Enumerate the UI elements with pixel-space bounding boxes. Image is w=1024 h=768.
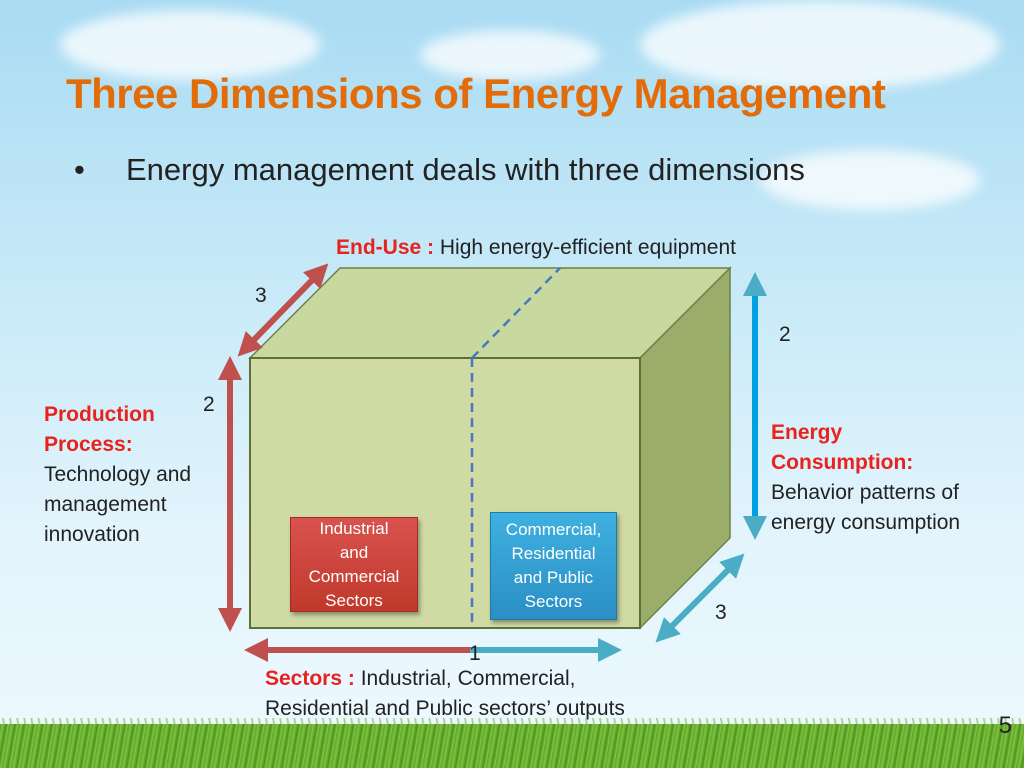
production-text: management <box>44 493 167 516</box>
production-text: innovation <box>44 523 140 546</box>
page-title: Three Dimensions of Energy Management <box>66 70 886 117</box>
production-heading: Process: <box>44 433 133 456</box>
end-use-text: High energy-efficient equipment <box>439 236 736 259</box>
cloud <box>640 0 1000 90</box>
box-line: Sectors <box>325 590 383 610</box>
right-vertical-number: 2 <box>779 323 791 346</box>
sectors-text: Industrial, Commercial, <box>360 667 576 690</box>
bullet-dot: • <box>74 152 85 187</box>
bottom-horizontal-number: 1 <box>469 642 481 665</box>
box-line: Industrial <box>319 518 389 538</box>
bottom-diagonal-number: 3 <box>715 601 727 624</box>
top-diagonal-arrow <box>237 263 329 357</box>
box-line: Sectors <box>524 592 583 611</box>
page-number: 5 <box>998 712 1012 739</box>
consumption-heading: Consumption: <box>771 451 914 474</box>
consumption-text: energy consumption <box>771 511 961 534</box>
grass-footer <box>0 724 1024 768</box>
sectors-heading: Sectors : <box>265 667 355 690</box>
cloud <box>420 30 600 80</box>
sectors-label: Sectors : Industrial, Commercial, Reside… <box>265 664 625 724</box>
left-vertical-number: 2 <box>203 393 215 416</box>
box-line: Residential <box>511 544 596 563</box>
bullet-item: • Energy management deals with three dime… <box>74 152 805 188</box>
cube-divider-top <box>471 267 561 359</box>
cloud <box>760 150 980 210</box>
box-line: and <box>339 542 369 562</box>
consumption-text: Behavior patterns of <box>771 481 959 504</box>
end-use-label: End-Use : High energy-efficient equipmen… <box>336 233 736 263</box>
consumption-heading: Energy <box>771 421 843 444</box>
cloud <box>60 10 320 80</box>
end-use-heading: End-Use : <box>336 236 435 259</box>
bottom-diagonal-arrow <box>655 553 745 643</box>
commercial-residential-box: Commercial, Residential and Public Secto… <box>490 512 617 620</box>
production-process-label: Production Process: Technology and manag… <box>44 400 191 550</box>
bullet-text: Energy management deals with three dimen… <box>126 152 805 187</box>
energy-consumption-label: Energy Consumption: Behavior patterns of… <box>771 418 960 538</box>
top-diagonal-number: 3 <box>255 284 267 307</box>
box-line: and Public <box>513 568 594 587</box>
box-line: Commercial <box>308 566 400 586</box>
production-text: Technology and <box>44 463 192 486</box>
production-heading: Production <box>44 403 155 426</box>
sectors-text: Residential and Public sectors’ outputs <box>265 697 625 720</box>
box-line: Commercial, <box>505 520 602 539</box>
industrial-commercial-box: Industrial and Commercial Sectors <box>290 517 418 612</box>
